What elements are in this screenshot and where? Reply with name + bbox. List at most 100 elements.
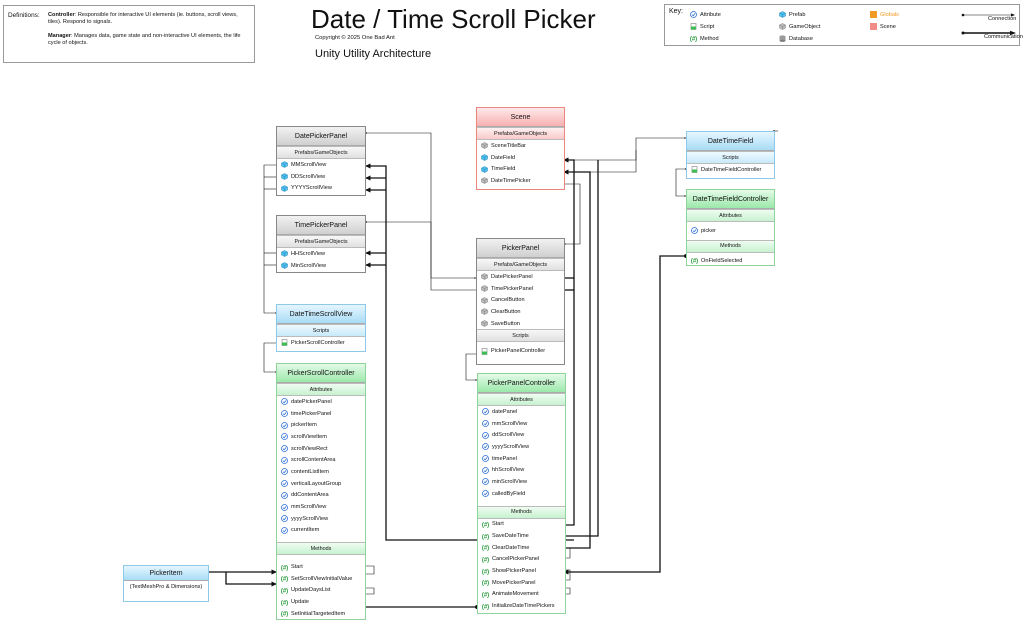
picker-item-title: PickerItem xyxy=(124,566,208,581)
method-icon xyxy=(281,576,288,583)
attribute-icon xyxy=(281,515,288,523)
gameobject-item: SaveButton xyxy=(477,318,564,330)
scene-item: DateTimePicker xyxy=(477,175,564,187)
method-item: SaveDateTime xyxy=(478,530,565,542)
item-label: timePickerPanel xyxy=(291,410,332,417)
attribute-item: picker xyxy=(687,225,774,237)
key-database: Database xyxy=(779,35,813,42)
attribute-icon xyxy=(482,408,489,416)
item-label: InitializeDateTimePickers xyxy=(492,603,555,610)
method-icon xyxy=(691,258,698,265)
item-label: currentItem xyxy=(291,527,320,534)
picker-panel-controller-card: PickerPanelController Attributes datePan… xyxy=(477,373,566,614)
attribute-item: currentItem xyxy=(277,525,365,537)
item-label: MMScrollView xyxy=(291,161,327,168)
item-label: CancelButton xyxy=(491,297,525,304)
attribute-item: scrollViewRect xyxy=(277,443,365,455)
picker-panel-controller-title: PickerPanelController xyxy=(478,374,565,393)
picker-scroll-controller-card: PickerScrollController Attributes datePi… xyxy=(276,363,366,620)
attribute-item: contentListItem xyxy=(277,466,365,478)
picker-panel-scripts-section: Scripts xyxy=(477,329,564,343)
attribute-item: ddScrollView xyxy=(478,429,565,441)
scene-item: DateField xyxy=(477,152,564,164)
datetime-field-controller-card: DateTimeFieldController Attributes picke… xyxy=(686,189,775,266)
attribute-item: verticalLayoutGroup xyxy=(277,478,365,490)
method-item: ClearDateTime xyxy=(478,542,565,554)
item-label: ShowPickerPanel xyxy=(492,568,536,575)
key-script: Script xyxy=(690,23,714,30)
methods-section: Methods xyxy=(478,505,565,519)
method-item: Start xyxy=(277,561,365,573)
item-label: DateTimePicker xyxy=(491,177,531,184)
method-icon xyxy=(690,36,697,42)
definition-controller: Controller: Responsible for interactive … xyxy=(48,12,238,25)
line-datefield-to-datetimefield xyxy=(564,137,687,161)
attribute-icon xyxy=(281,421,288,429)
item-label: MovePickerPanel xyxy=(492,579,536,586)
key-communication: Communication xyxy=(984,34,1023,40)
method-item: InitializeDateTimePickers xyxy=(478,600,565,612)
attribute-icon xyxy=(482,455,489,462)
script-item: PickerPanelController xyxy=(477,345,564,357)
item-label: PickerPanelController xyxy=(491,348,546,355)
attributes-section: Attributes xyxy=(687,209,774,222)
item-label: yyyyScrollView xyxy=(492,443,530,450)
item-label: SetInitialTargetedItem xyxy=(291,610,346,617)
prefab-item: HHScrollView xyxy=(277,248,365,260)
attribute-item: datePickerPanel xyxy=(277,396,365,408)
key-box xyxy=(664,4,1020,46)
key-gameobject: GameObject xyxy=(779,23,820,30)
scene-item: SceneTitleBar xyxy=(477,140,564,152)
datetime-field-section: Scripts xyxy=(687,151,774,164)
item-label: picker xyxy=(701,227,716,234)
attribute-icon xyxy=(281,491,288,499)
item-label: verticalLayoutGroup xyxy=(291,480,342,487)
item-label: DatePickerPanel xyxy=(491,273,533,280)
gameobject-item: CancelButton xyxy=(477,294,564,306)
attribute-icon xyxy=(482,431,489,439)
comm-save-to-fields xyxy=(564,160,599,537)
gameobject-icon xyxy=(481,296,488,304)
definitions-heading: Definitions: xyxy=(8,12,40,19)
copyright: Copyright © 2025 One Bad Ant xyxy=(315,35,395,41)
item-label: Start xyxy=(492,521,504,528)
script-icon xyxy=(481,347,488,355)
attribute-icon xyxy=(281,503,288,511)
attributes-section: Attributes xyxy=(277,383,365,396)
prefab-item: YYYYScrollView xyxy=(277,182,365,194)
method-icon xyxy=(482,592,489,598)
item-label: hhScrollView xyxy=(492,467,525,474)
attribute-item: calledByField xyxy=(478,488,565,500)
datetime-scroll-view-section: Scripts xyxy=(277,324,365,337)
attribute-item: timePanel xyxy=(478,453,565,465)
line-timepicker-to-pickerpanel xyxy=(365,221,476,291)
line-datepicker-to-pickerpanel xyxy=(365,132,477,279)
comm-field-to-show xyxy=(563,254,688,575)
gameobject-item: TimePickerPanel xyxy=(477,283,564,295)
attribute-item: yyyyScrollView xyxy=(277,513,365,525)
gameobject-item: ClearButton xyxy=(477,306,564,318)
attribute-icon xyxy=(281,445,288,452)
scene-swatch-icon xyxy=(870,23,877,30)
picker-scroll-controller-title: PickerScrollController xyxy=(277,364,365,383)
prefab-icon xyxy=(281,262,288,269)
gameobject-icon xyxy=(481,177,488,185)
attribute-icon xyxy=(281,480,288,488)
gameobject-icon xyxy=(481,308,488,316)
script-icon xyxy=(690,23,697,30)
attribute-icon xyxy=(690,11,697,18)
attributes-section: Attributes xyxy=(478,393,565,406)
attribute-icon xyxy=(281,456,288,464)
gameobject-icon xyxy=(481,320,488,327)
comm-item-to-update xyxy=(225,572,277,587)
item-label: MinScrollView xyxy=(291,262,327,269)
attribute-icon xyxy=(482,420,489,427)
time-picker-panel-section: Prefabs/GameObjects xyxy=(277,235,365,248)
item-label: DateField xyxy=(491,154,515,161)
method-item: UpdateDaysList xyxy=(277,585,365,597)
attribute-item: datePanel xyxy=(478,406,565,418)
item-label: SaveButton xyxy=(491,320,520,327)
item-label: SetScrollViewInitialValue xyxy=(291,575,353,582)
prefab-icon xyxy=(281,184,288,192)
